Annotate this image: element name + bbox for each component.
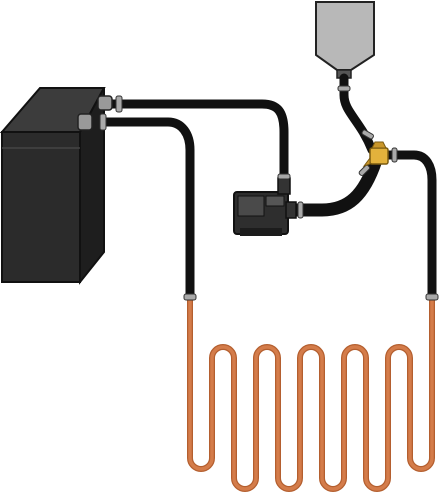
hose-clamp-tee-top: [361, 129, 374, 140]
hose-clamp-coil-left: [183, 293, 197, 301]
hose-clamp-heater-bottom: [99, 113, 107, 131]
tee: [362, 141, 389, 167]
heater-outlet-bottom: [77, 113, 93, 131]
hose-reservoir-to-tee: [339, 73, 377, 155]
hose-clamp-pump-inlet: [277, 173, 291, 180]
heater: [0, 87, 113, 285]
coil: [187, 300, 435, 492]
hose-clamp-coil-right: [425, 293, 439, 301]
hose-pump-to-tee: [292, 157, 383, 217]
pump-icon: [233, 191, 289, 236]
reservoir: [315, 1, 375, 79]
hose-clamp-reservoir: [337, 85, 351, 92]
hose-heater-to-coil: [98, 117, 195, 298]
reservoir-icon: [315, 1, 375, 71]
coil-icon: [187, 300, 435, 492]
hose-clamp-pump-outlet: [297, 201, 304, 219]
coil-highlight: [188, 300, 434, 491]
hose-heater-to-pump: [112, 99, 289, 178]
tee-fitting-icon: [362, 141, 389, 167]
pump: [233, 177, 297, 236]
hose-clamp-heater-top: [115, 95, 123, 113]
hose-tee-to-coil: [386, 150, 437, 298]
heater-outlet-top: [97, 95, 113, 111]
pump-outlet: [285, 201, 297, 219]
pump-inlet: [277, 177, 291, 195]
heater-box-icon: [0, 87, 106, 285]
hose-clamp-tee-left: [358, 164, 371, 177]
hose-clamp-tee-right: [391, 147, 398, 163]
